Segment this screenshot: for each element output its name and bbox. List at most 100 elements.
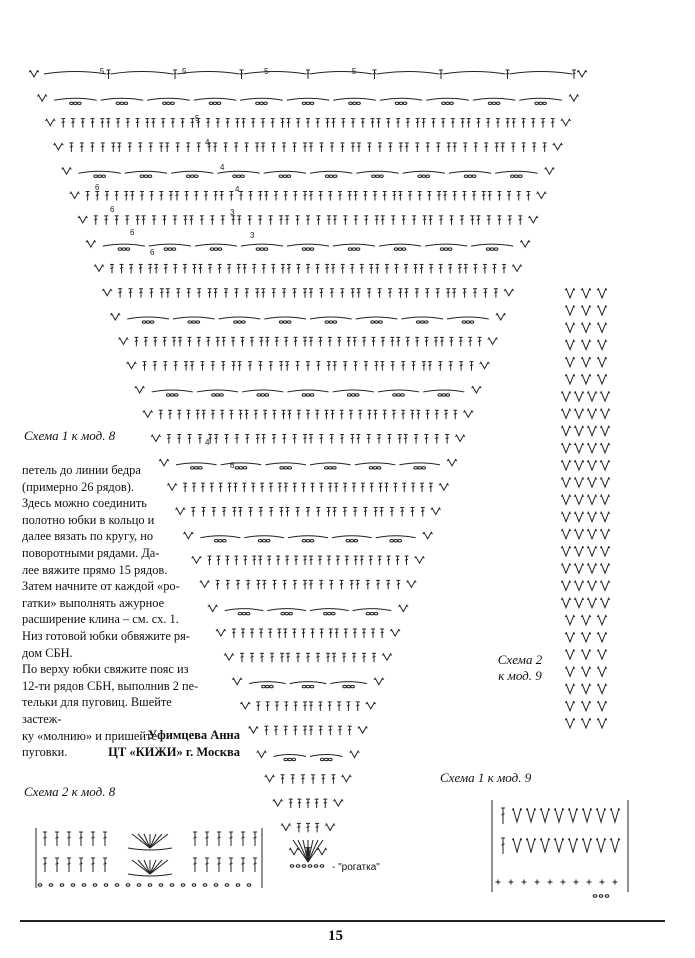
dc-bar bbox=[315, 267, 320, 269]
v-bar bbox=[586, 477, 590, 480]
v-bar bbox=[118, 313, 121, 316]
chain-stitch bbox=[263, 247, 269, 251]
v-bar bbox=[231, 653, 235, 656]
v-bar bbox=[503, 313, 506, 316]
v-bar bbox=[573, 408, 577, 411]
v-bar bbox=[536, 192, 539, 194]
chain-stitch bbox=[213, 247, 219, 251]
chain-stitch bbox=[328, 320, 334, 324]
dc-bar bbox=[250, 340, 254, 342]
v-bar bbox=[594, 426, 598, 429]
dc-bar bbox=[425, 412, 430, 415]
dc-bar bbox=[278, 485, 282, 488]
v-bar bbox=[564, 374, 568, 377]
dc-bar bbox=[329, 631, 333, 634]
v-bar bbox=[580, 374, 584, 377]
v-stitch bbox=[561, 494, 571, 506]
dc-bar bbox=[245, 291, 249, 294]
v-stitch bbox=[565, 339, 575, 351]
v-bar bbox=[586, 426, 590, 429]
chain-stitch bbox=[237, 320, 242, 324]
v-stitch bbox=[587, 528, 597, 541]
chain-stitch bbox=[224, 883, 230, 887]
v-bar bbox=[588, 340, 592, 343]
v-bar bbox=[573, 494, 577, 497]
chain-stitch bbox=[417, 174, 423, 178]
chain-stitch bbox=[93, 174, 98, 178]
v-stitch bbox=[151, 434, 161, 443]
v-stitch bbox=[265, 774, 275, 783]
v-bar bbox=[85, 240, 89, 243]
chain-stitch bbox=[489, 247, 495, 251]
dc-bar bbox=[173, 267, 177, 269]
dc-bar bbox=[472, 194, 476, 197]
dc-bar bbox=[141, 218, 146, 221]
v-stitch bbox=[581, 700, 591, 713]
dc-bar bbox=[517, 194, 521, 197]
dc-bar bbox=[208, 437, 212, 440]
chain-stitch bbox=[189, 174, 195, 178]
dc-bar bbox=[271, 121, 275, 124]
v-bar bbox=[604, 288, 608, 291]
dc-bar bbox=[231, 218, 235, 221]
dc-bar bbox=[367, 412, 372, 415]
dc-bar bbox=[161, 121, 165, 124]
dc-bar bbox=[502, 267, 506, 269]
dc-bar bbox=[186, 145, 190, 148]
v-stitch bbox=[587, 459, 597, 472]
v-bar bbox=[588, 684, 592, 687]
dc-bar bbox=[173, 218, 177, 221]
v-bar bbox=[581, 529, 585, 532]
v-bar bbox=[596, 684, 600, 687]
v-stitch bbox=[565, 631, 575, 644]
chain-stitch bbox=[255, 247, 261, 251]
dc-bar bbox=[349, 412, 353, 415]
dc-bar bbox=[316, 364, 321, 367]
v-bar bbox=[373, 702, 376, 705]
v-bar bbox=[539, 808, 543, 811]
dc-bar bbox=[447, 145, 451, 148]
fan-stitch bbox=[131, 859, 151, 875]
chart-number: 3 bbox=[230, 208, 235, 217]
chain-stitch bbox=[209, 247, 215, 251]
dc-bar bbox=[387, 437, 392, 440]
v-stitch bbox=[447, 458, 457, 467]
dc-bar bbox=[104, 218, 108, 221]
dc-bar bbox=[380, 364, 385, 367]
dc-bar bbox=[189, 218, 194, 221]
dc-bar bbox=[196, 412, 200, 415]
v-bar bbox=[586, 546, 590, 549]
v-bar bbox=[324, 848, 328, 851]
chain-stitch bbox=[165, 393, 171, 397]
dc-bar bbox=[350, 437, 355, 440]
dc-bar bbox=[531, 121, 535, 124]
v-bar bbox=[560, 529, 564, 532]
v-stitch bbox=[561, 563, 571, 575]
dc-bar bbox=[375, 218, 379, 221]
dc-bar bbox=[381, 218, 385, 221]
dc-bar bbox=[241, 862, 245, 865]
dc-bar bbox=[309, 194, 313, 197]
chain-stitch bbox=[374, 320, 379, 324]
v-bar bbox=[511, 264, 515, 267]
v-stitch bbox=[488, 337, 498, 346]
body-line: Низ готовой юбки обвяжите ря- bbox=[22, 628, 190, 643]
chain-arc bbox=[424, 243, 468, 247]
v-bar bbox=[53, 143, 56, 146]
author-org: ЦТ «КИЖИ» г. Москва bbox=[108, 745, 240, 759]
chain-arc bbox=[352, 608, 392, 612]
v-bar bbox=[581, 408, 585, 411]
chain-arc bbox=[519, 97, 562, 101]
v-stitch bbox=[350, 750, 359, 759]
dc-bar bbox=[319, 728, 323, 731]
dc-bar bbox=[363, 510, 368, 512]
chain-stitch bbox=[218, 539, 223, 543]
dc-bar bbox=[187, 291, 191, 294]
v-bar bbox=[596, 615, 600, 618]
dc-bar bbox=[227, 267, 231, 269]
chain-stitch bbox=[213, 883, 219, 887]
dc-bar bbox=[319, 194, 323, 197]
v-bar bbox=[564, 357, 568, 360]
v-bar bbox=[607, 563, 611, 566]
dc-bar bbox=[160, 291, 164, 294]
